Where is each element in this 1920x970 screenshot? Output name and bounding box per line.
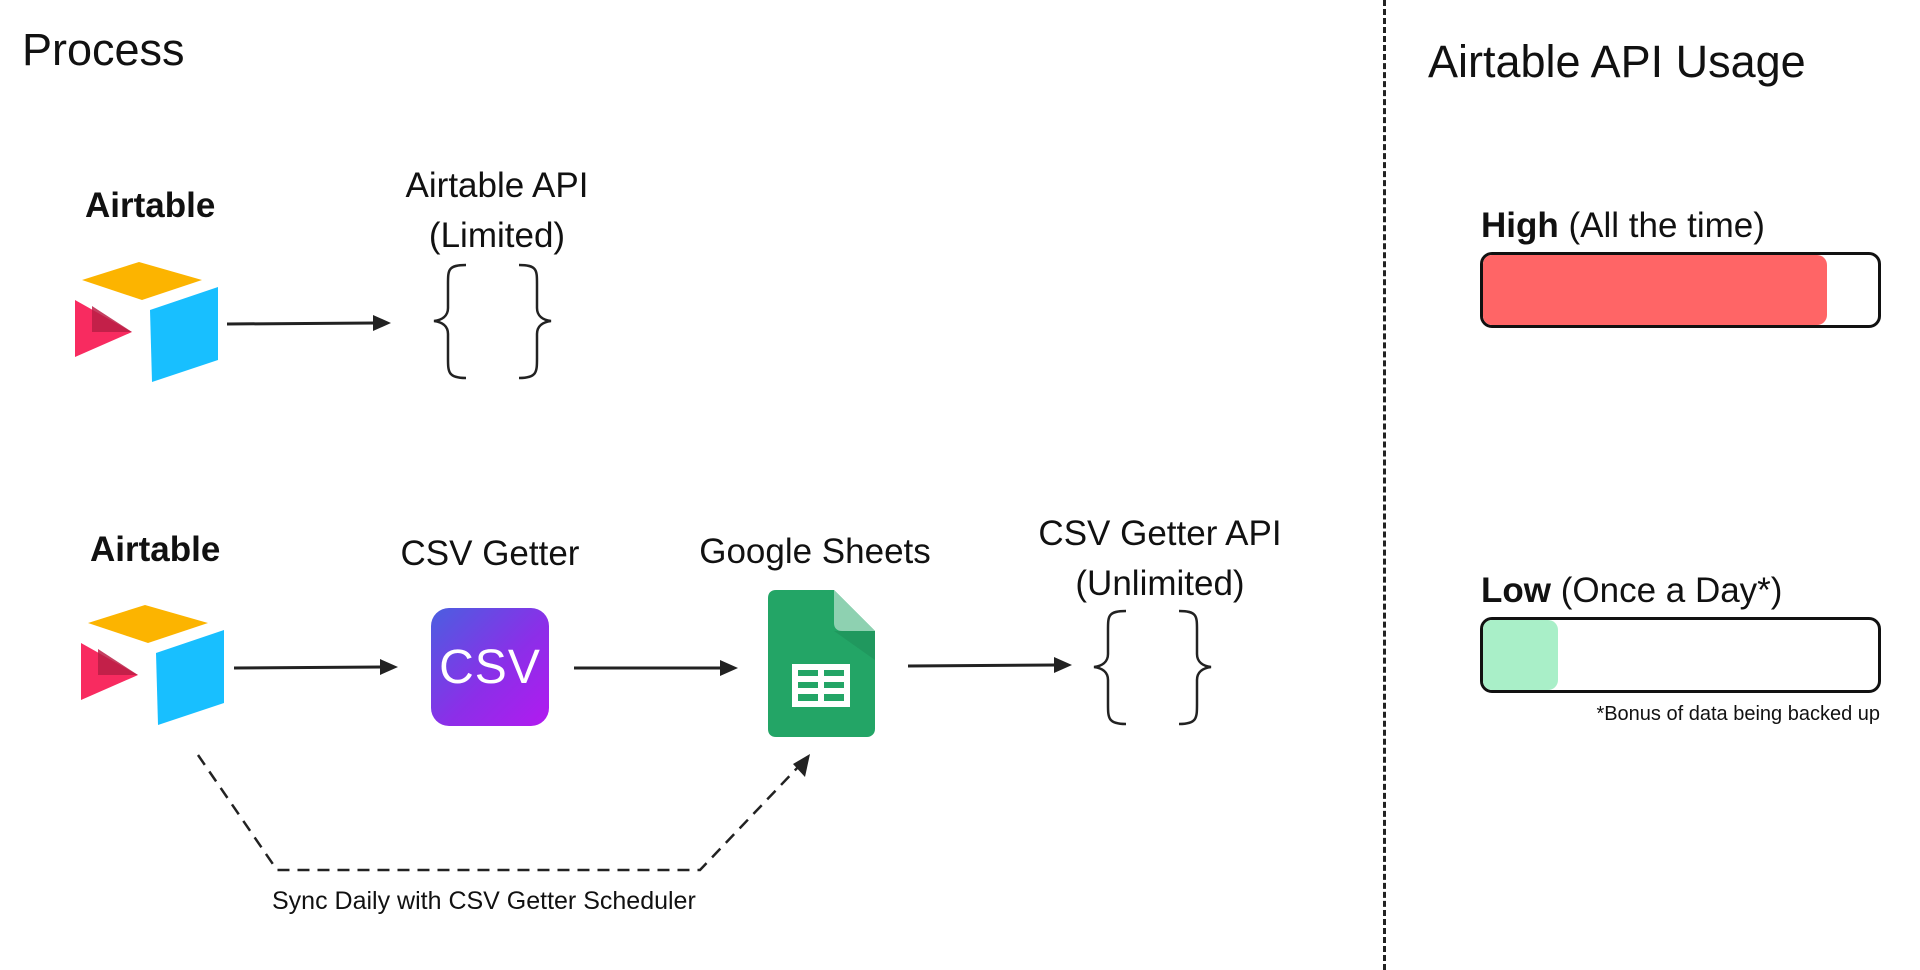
usage-high-bar	[1480, 252, 1881, 328]
flow2-airtable-label: Airtable	[90, 530, 221, 569]
arrow-right-icon	[226, 315, 391, 331]
usage-low-bar	[1480, 617, 1881, 693]
usage-high-level: High	[1481, 206, 1559, 245]
airtable-logo-icon	[75, 262, 218, 382]
csv-getter-label: CSV Getter	[400, 534, 580, 573]
usage-title: Airtable API Usage	[1428, 36, 1806, 87]
usage-low-label: Low (Once a Day*)	[1481, 571, 1782, 611]
arrow-right-icon	[574, 660, 738, 676]
usage-footnote: *Bonus of data being backed up	[1596, 703, 1880, 725]
curly-braces-icon	[433, 263, 552, 380]
flow2-api-label-line1: CSV Getter API	[1038, 514, 1282, 553]
flow1-api-label-line1: Airtable API	[405, 166, 589, 205]
usage-high-label: High (All the time)	[1481, 206, 1765, 246]
google-sheets-label: Google Sheets	[699, 532, 931, 571]
csv-getter-icon: CSV	[431, 608, 549, 726]
usage-low-detail: (Once a Day*)	[1560, 571, 1783, 610]
csv-icon-text: CSV	[439, 640, 541, 694]
process-title: Process	[22, 24, 185, 75]
section-divider	[1383, 0, 1386, 970]
curly-braces-icon	[1093, 609, 1212, 726]
usage-high-detail: (All the time)	[1568, 206, 1765, 245]
google-sheets-icon	[768, 590, 875, 737]
sync-label: Sync Daily with CSV Getter Scheduler	[272, 887, 696, 915]
arrow-right-icon	[907, 657, 1072, 673]
arrow-right-icon	[233, 659, 398, 675]
airtable-logo-icon	[81, 605, 224, 725]
flow1-api-label-line2: (Limited)	[428, 216, 566, 255]
usage-high-bar-fill	[1483, 255, 1827, 325]
usage-low-level: Low	[1481, 571, 1551, 610]
flow1-airtable-label: Airtable	[85, 186, 216, 225]
flow2-api-label-line2: (Unlimited)	[1075, 564, 1245, 603]
usage-low-bar-fill	[1483, 620, 1559, 690]
